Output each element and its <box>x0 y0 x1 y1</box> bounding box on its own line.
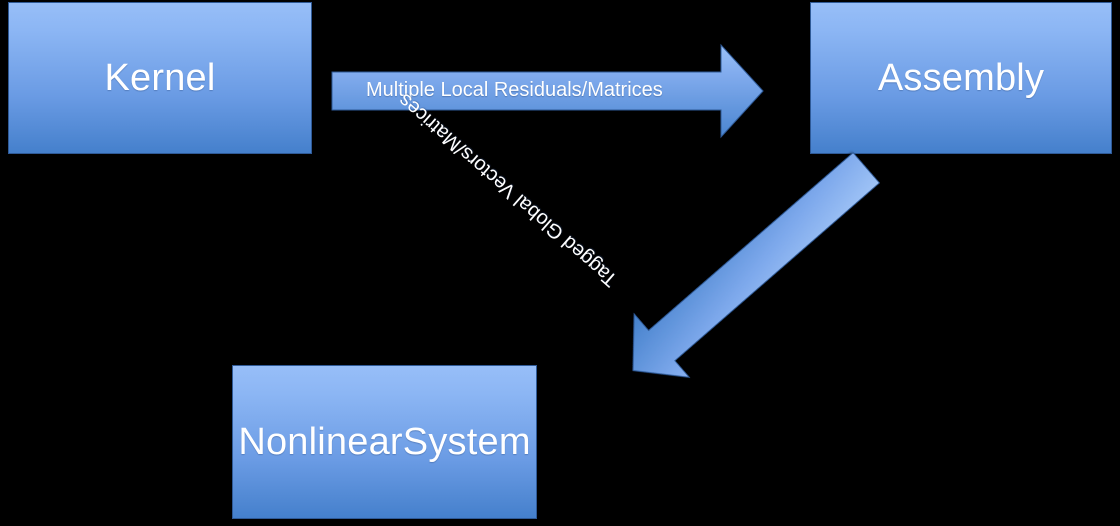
arrow-label-kernel-to-assembly: Multiple Local Residuals/Matrices <box>366 79 663 101</box>
arrow-assembly-to-nonlinear-system[interactable] <box>605 136 893 402</box>
node-assembly[interactable]: Assembly <box>810 2 1112 154</box>
node-kernel[interactable]: Kernel <box>8 2 312 154</box>
node-assembly-label: Assembly <box>877 57 1045 99</box>
node-nonlinear-system[interactable]: NonlinearSystem <box>232 365 537 519</box>
node-nonlinear-system-label: NonlinearSystem <box>238 421 531 463</box>
arrow-label-assembly-to-nonlinear-system: Tagged Global Vectors/Matrices <box>394 88 622 291</box>
node-kernel-label: Kernel <box>104 57 216 99</box>
